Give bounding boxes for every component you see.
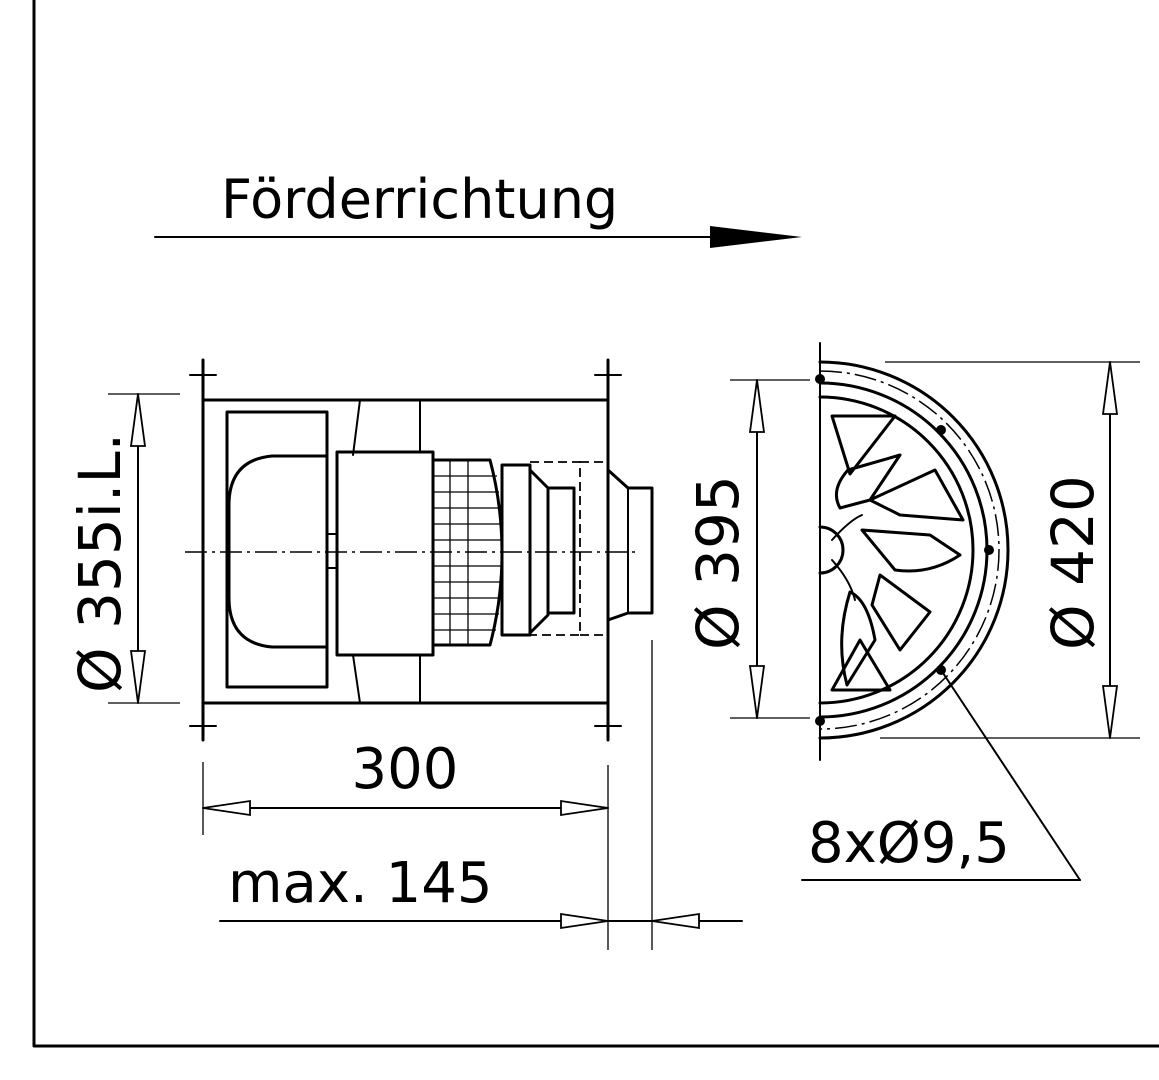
- length-label: 300: [352, 737, 459, 802]
- diameter-395-label: Ø 395: [684, 475, 752, 650]
- side-view: [185, 358, 654, 742]
- diameter-420-label: Ø 420: [1039, 475, 1107, 650]
- front-view: [815, 342, 1010, 761]
- holes-callout: 8xØ9,5: [801, 669, 1081, 881]
- drawing-frame: [32, 0, 1159, 1048]
- flow-direction-label: Förderrichtung: [221, 168, 618, 231]
- length-dimension: 300: [202, 737, 609, 950]
- inner-diameter-dimension: Ø 355i.L.: [66, 393, 180, 704]
- max-offset-label: max. 145: [228, 851, 493, 916]
- flow-direction-arrow: Förderrichtung: [154, 168, 802, 248]
- diameter-420-dimension: Ø 420: [880, 361, 1140, 739]
- holes-label: 8xØ9,5: [808, 811, 1010, 876]
- diameter-395-dimension: Ø 395: [684, 379, 810, 719]
- inner-diameter-label: Ø 355i.L.: [66, 433, 134, 693]
- max-offset-dimension: max. 145: [219, 640, 743, 950]
